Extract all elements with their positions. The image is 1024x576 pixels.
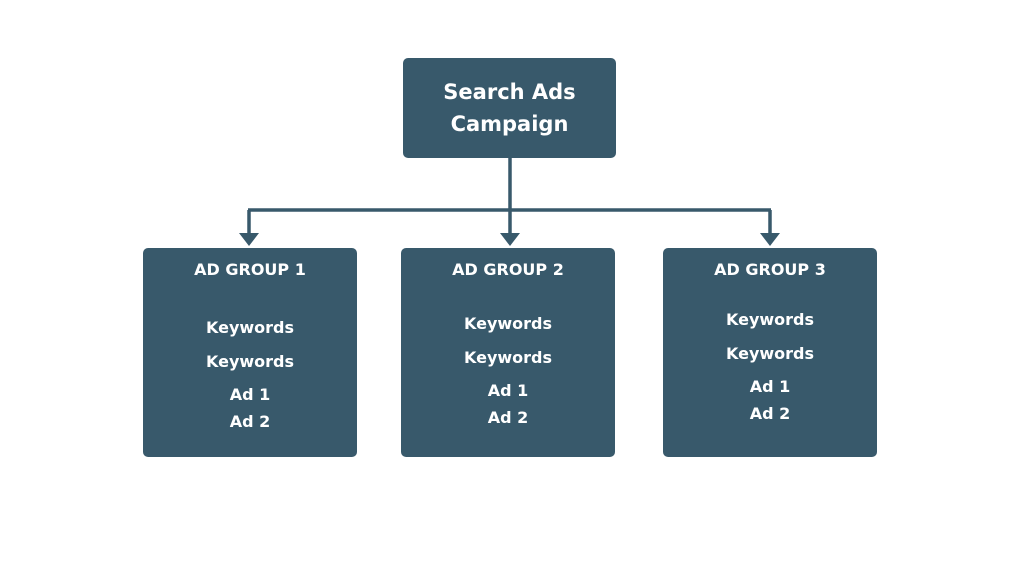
- ad-label: Ad 2: [487, 408, 529, 427]
- ad-label: Ad 2: [749, 404, 791, 423]
- keywords-label: Keywords: [463, 314, 553, 333]
- ad-label: Ad 1: [749, 377, 791, 396]
- arrowhead-1-icon: [239, 233, 259, 246]
- ad-label: Ad 2: [229, 412, 271, 431]
- keywords-label: Keywords: [205, 352, 295, 371]
- arrowhead-2-icon: [500, 233, 520, 246]
- campaign-title-line-1: Search Ads: [443, 80, 576, 104]
- ad-group-title: AD GROUP 2: [452, 260, 564, 279]
- ad-group-title: AD GROUP 3: [714, 260, 826, 279]
- keywords-label: Keywords: [725, 310, 815, 329]
- keywords-label: Keywords: [725, 344, 815, 363]
- arrowhead-3-icon: [760, 233, 780, 246]
- keywords-label: Keywords: [463, 348, 553, 367]
- ad-label: Ad 1: [229, 385, 271, 404]
- campaign-title-line-2: Campaign: [450, 112, 569, 136]
- ad-label: Ad 1: [487, 381, 529, 400]
- campaign-box: Search Ads Campaign: [403, 58, 616, 158]
- ad-group-box-2: AD GROUP 2 Keywords Keywords Ad 1 Ad 2: [401, 248, 615, 457]
- keywords-label: Keywords: [205, 318, 295, 337]
- ad-group-title: AD GROUP 1: [194, 260, 306, 279]
- ad-group-box-3: AD GROUP 3 Keywords Keywords Ad 1 Ad 2: [663, 248, 877, 457]
- ad-group-box-1: AD GROUP 1 Keywords Keywords Ad 1 Ad 2: [143, 248, 357, 457]
